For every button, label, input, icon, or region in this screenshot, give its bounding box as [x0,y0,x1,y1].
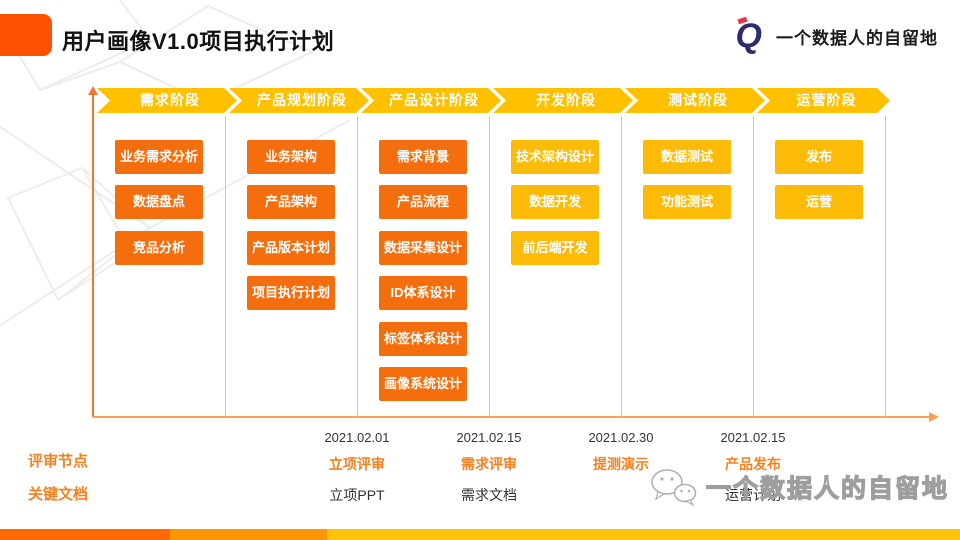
milestone-date: 2021.02.30 [588,430,654,445]
task-box: 需求背景 [379,140,467,174]
milestone-review: 立项评审 [329,456,385,472]
task-box: 前后端开发 [511,231,599,265]
milestone-document: 运营计划 [725,487,781,503]
timeline-axis-line [93,416,931,418]
task-box: 产品版本计划 [247,231,335,265]
vertical-axis-line [92,95,94,417]
phase-arrow-2: 产品规划阶段 [229,88,369,113]
task-box: 数据开发 [511,185,599,219]
phase-arrow-1: 需求阶段 [97,88,237,113]
timeline-axis-arrow-icon [929,412,939,422]
task-box: 技术架构设计 [511,140,599,174]
watermark: 一个数据人的自留地 [648,466,949,508]
bottom-bar-segment-2 [170,529,327,540]
task-box: ID体系设计 [379,276,467,310]
task-box: 运营 [775,185,863,219]
task-box: 画像系统设计 [379,367,467,401]
brand-q-icon: Q [735,16,762,55]
title-accent-block [0,14,52,56]
milestone-date: 2021.02.15 [720,430,786,445]
column-divider [357,116,358,417]
phase-arrow-3: 产品设计阶段 [361,88,501,113]
brand-logo: Q 一个数据人的自留地 [736,16,938,56]
brand-name: 一个数据人的自留地 [776,28,938,48]
column-divider [621,116,622,417]
milestone-document: 需求文档 [461,487,517,503]
task-box: 标签体系设计 [379,322,467,356]
task-box: 产品流程 [379,185,467,219]
bottom-bar-segment-3 [327,529,960,540]
task-box: 数据测试 [643,140,731,174]
task-box: 数据采集设计 [379,231,467,265]
page-title: 用户画像V1.0项目执行计划 [62,29,335,54]
column-divider [885,116,886,417]
wechat-icon [651,469,697,507]
phase-arrow-4: 开发阶段 [493,88,633,113]
review-row-label: 评审节点 [28,453,89,470]
milestone-review: 产品发布 [725,456,781,472]
task-box: 竞品分析 [115,231,203,265]
milestone-document: 立项PPT [329,487,385,503]
document-row-label: 关键文档 [28,486,89,503]
task-box: 功能测试 [643,185,731,219]
bottom-bar-segment-1 [0,529,170,540]
milestone-date: 2021.02.15 [456,430,522,445]
milestone-review: 需求评审 [461,456,517,472]
vertical-axis-arrow-icon [88,86,98,95]
task-box: 项目执行计划 [247,276,335,310]
phase-arrow-5: 测试阶段 [625,88,765,113]
task-box: 业务需求分析 [115,140,203,174]
watermark-text: 一个数据人的自留地 [705,474,950,503]
column-divider [225,116,226,417]
milestone-review: 提测演示 [593,456,649,472]
column-divider [753,116,754,417]
task-box: 发布 [775,140,863,174]
task-box: 产品架构 [247,185,335,219]
milestone-date: 2021.02.01 [324,430,390,445]
column-divider [489,116,490,417]
task-box: 数据盘点 [115,185,203,219]
phase-arrow-6: 运营阶段 [757,88,890,113]
task-box: 业务架构 [247,140,335,174]
